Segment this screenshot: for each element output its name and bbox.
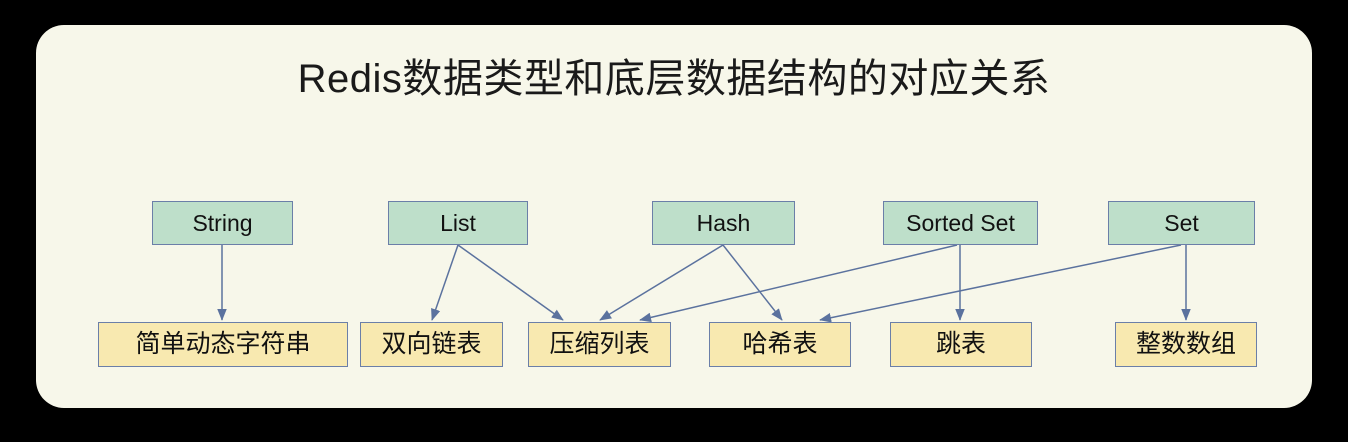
- data-type-node-label: List: [440, 209, 476, 236]
- data-structure-node-label: 跳表: [935, 330, 986, 358]
- data-type-node-list[interactable]: List: [388, 201, 528, 245]
- data-type-node-set[interactable]: Set: [1108, 201, 1255, 245]
- data-structure-node-label: 双向链表: [381, 330, 482, 358]
- data-structure-node-skiplist[interactable]: 跳表: [890, 322, 1032, 367]
- data-type-node-label: Hash: [696, 209, 751, 236]
- data-structure-node-label: 简单动态字符串: [135, 330, 311, 358]
- data-structure-node-ziplist[interactable]: 压缩列表: [528, 322, 671, 367]
- data-structure-node-label: 哈希表: [742, 330, 818, 358]
- data-type-node-label: Sorted Set: [906, 209, 1015, 236]
- data-structure-node-sds[interactable]: 简单动态字符串: [98, 322, 348, 367]
- data-type-node-label: String: [192, 209, 253, 236]
- data-type-node-label: Set: [1164, 209, 1199, 236]
- page-title: Redis数据类型和底层数据结构的对应关系: [297, 57, 1051, 101]
- data-structure-node-linkedlist[interactable]: 双向链表: [360, 322, 503, 367]
- data-type-node-string[interactable]: String: [152, 201, 293, 245]
- data-type-node-hash[interactable]: Hash: [652, 201, 795, 245]
- data-structure-node-label: 整数数组: [1135, 330, 1236, 358]
- data-structure-node-intset[interactable]: 整数数组: [1115, 322, 1257, 367]
- data-type-node-sorted_set[interactable]: Sorted Set: [883, 201, 1038, 245]
- data-structure-node-hashtable[interactable]: 哈希表: [709, 322, 851, 367]
- data-structure-node-label: 压缩列表: [549, 330, 650, 358]
